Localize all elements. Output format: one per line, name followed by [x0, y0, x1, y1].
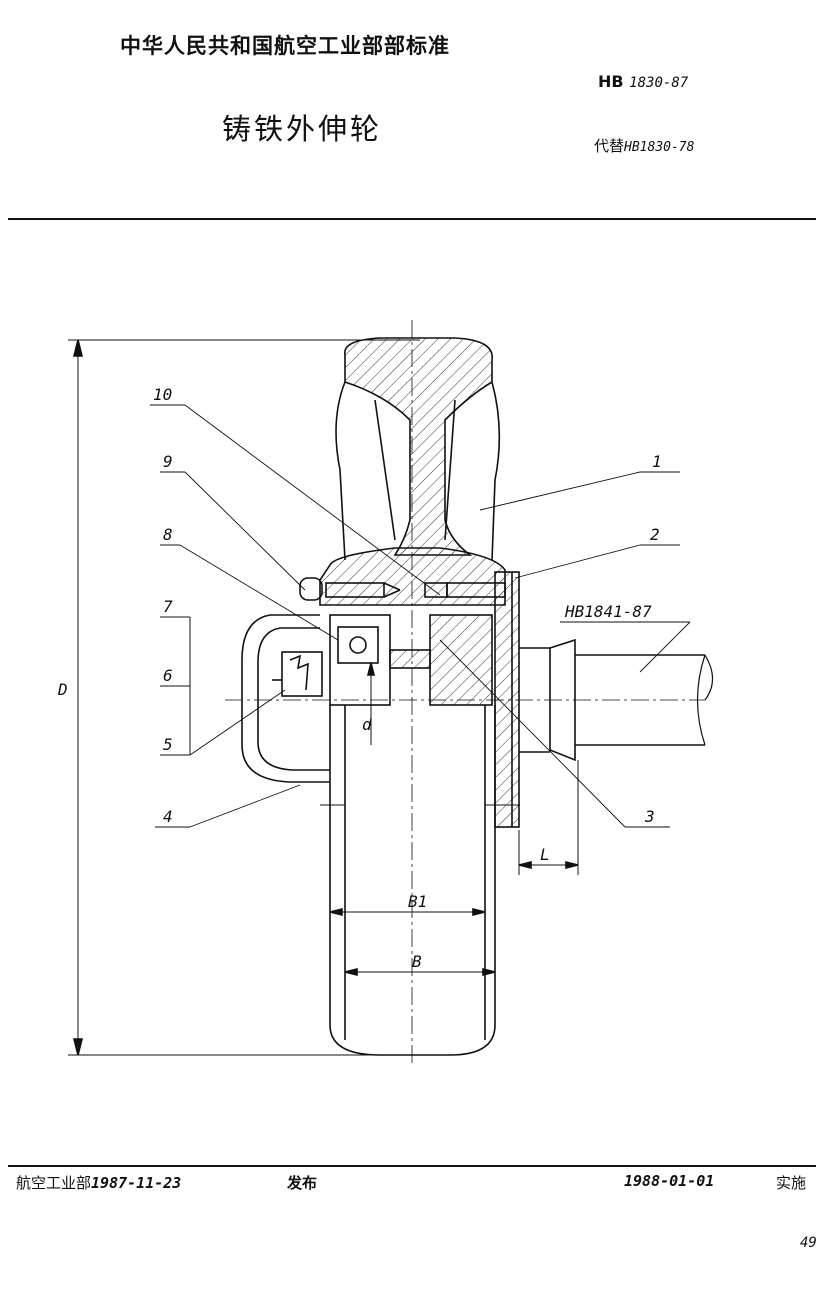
- dimension-label-d: d: [362, 715, 372, 734]
- part-label-5: 5: [163, 735, 173, 754]
- effective-date: 1988-01-01: [624, 1172, 715, 1190]
- part-label-4: 4: [163, 807, 173, 826]
- dimension-label-B: B: [412, 952, 422, 971]
- part-label-10: 10: [153, 385, 172, 404]
- issuing-organization: 中华人民共和国航空工业部部标准: [120, 34, 450, 58]
- replaces-number: HB1830-78: [624, 140, 695, 155]
- dimension-label-D: D: [57, 680, 68, 699]
- issue-date: 1987-11-23: [91, 1174, 182, 1192]
- dimension-label-B1: B1: [408, 892, 427, 911]
- effective-label: 实施: [776, 1174, 807, 1192]
- document-title: 铸铁外伸轮: [222, 112, 383, 146]
- header-rule: [8, 218, 816, 220]
- standard-number: HB 1830-87: [598, 72, 688, 91]
- issuer: 航空工业部: [16, 1174, 92, 1192]
- part-label-2: 2: [650, 525, 660, 544]
- part-label-1: 1: [652, 452, 662, 471]
- standard-code: 1830-87: [629, 75, 689, 91]
- standard-prefix: HB: [598, 72, 624, 91]
- replaces-note: 代替HB1830-78: [594, 135, 694, 156]
- part-label-6: 6: [163, 666, 173, 685]
- part-label-7: 7: [163, 597, 173, 616]
- issue-info: 航空工业部1987-11-23: [16, 1172, 181, 1193]
- issue-label: 发布: [287, 1174, 318, 1192]
- page-number: 49: [800, 1235, 817, 1251]
- replaces-label: 代替: [594, 137, 625, 155]
- footer-rule: [8, 1165, 816, 1167]
- part-label-8: 8: [163, 525, 173, 544]
- part-label-9: 9: [163, 452, 173, 471]
- reference-standard-label: HB1841-87: [564, 602, 652, 621]
- part-label-3: 3: [644, 807, 655, 826]
- dimension-label-L: L: [540, 845, 550, 864]
